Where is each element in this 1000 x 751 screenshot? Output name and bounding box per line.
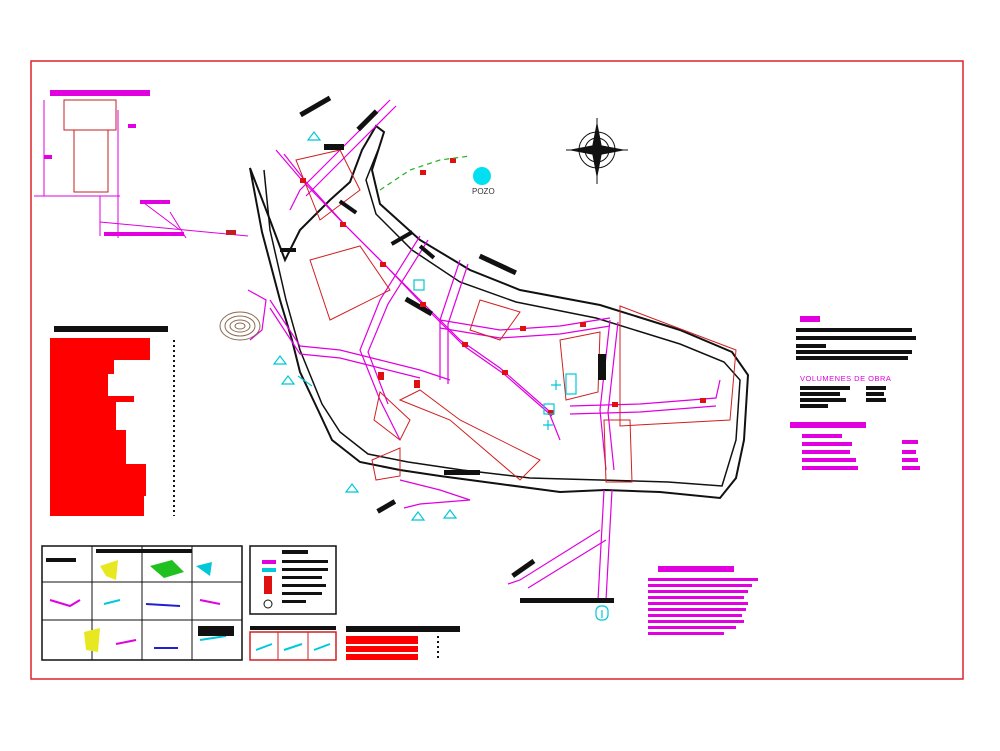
well-label: POZO <box>472 187 495 196</box>
hill-contours <box>219 311 261 341</box>
cyan-symbols <box>272 131 577 521</box>
annotation-tags <box>280 95 614 603</box>
fittings-legend <box>41 545 243 661</box>
volumes-title: VOLUMENES DE OBRA <box>800 374 891 383</box>
compass-rose-icon <box>566 118 628 184</box>
location-schematic <box>34 90 249 239</box>
well-symbol <box>379 155 491 191</box>
sheet-frame <box>30 60 964 680</box>
technical-notes <box>648 566 758 635</box>
volumes-table <box>800 386 886 408</box>
symbol-legend <box>249 545 337 615</box>
site-boundary <box>249 124 750 500</box>
summary-strip <box>346 626 460 660</box>
site-plan: POZO <box>219 95 750 603</box>
detail-boxes <box>249 626 337 661</box>
lot-outlines <box>295 149 737 483</box>
pipe-network <box>247 99 721 601</box>
gate-icon <box>595 605 609 621</box>
pipe-summary-table <box>50 326 175 516</box>
general-notes <box>796 316 916 360</box>
valve-markers <box>300 158 706 415</box>
quantities-list <box>790 422 920 470</box>
